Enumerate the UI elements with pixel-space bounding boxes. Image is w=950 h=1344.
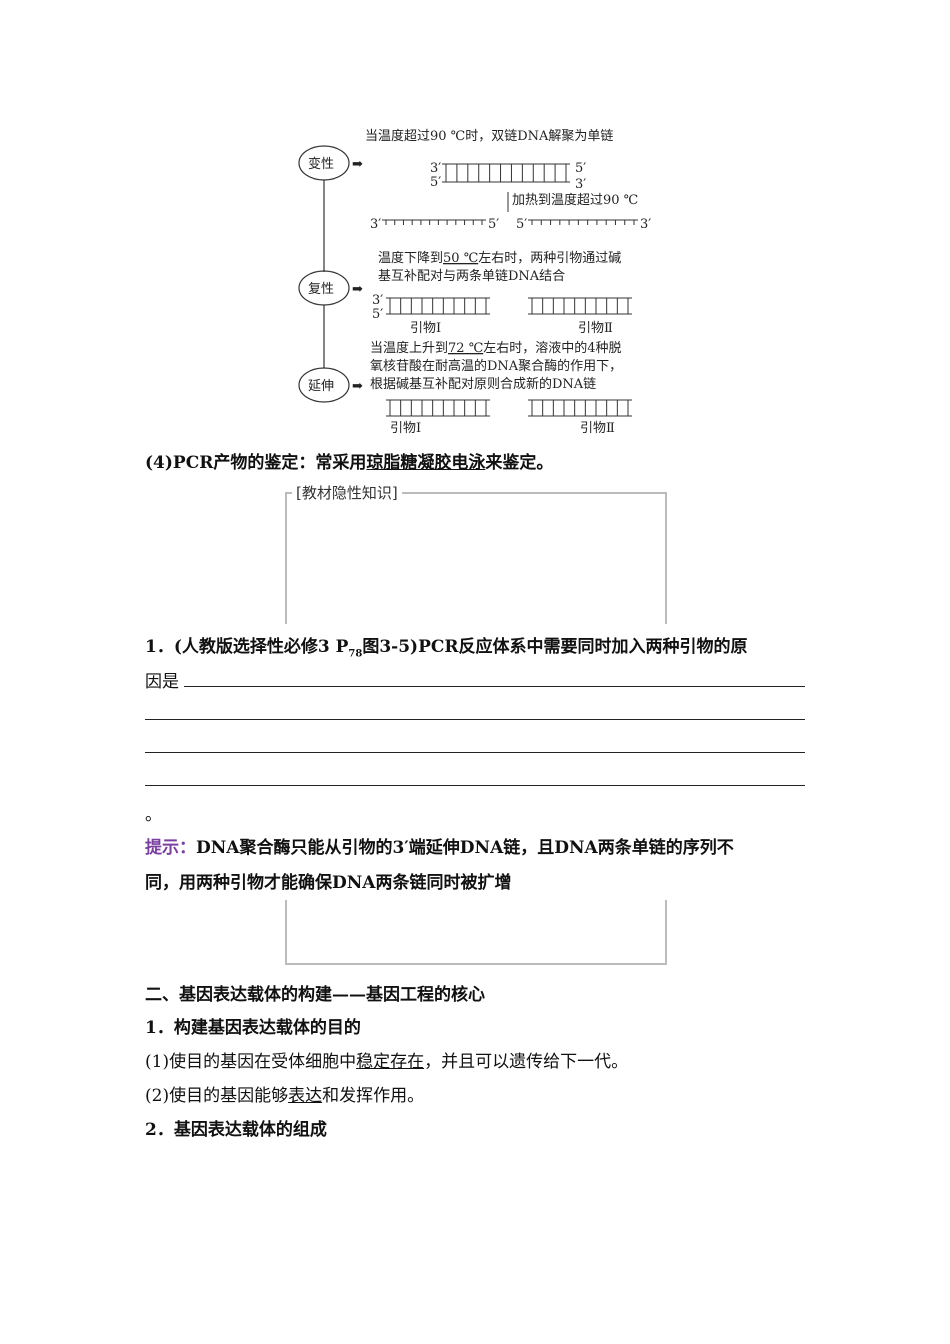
caption: 根据碱基互补配对原则合成新的DNA链 <box>370 376 596 392</box>
primer-label: 引物Ⅱ <box>578 321 613 336</box>
knowledge-box <box>285 492 667 624</box>
pcr-identification: (4)PCR产物的鉴定：常采用琼脂糖凝胶电泳来鉴定。 <box>145 453 554 473</box>
subheading: 2．基因表达载体的组成 <box>145 1120 327 1140</box>
end-label: 3′ <box>372 293 383 308</box>
end-label: 5′ <box>430 175 441 190</box>
end-label: 3′ <box>575 177 586 192</box>
primer-label: 引物Ⅰ <box>390 421 421 436</box>
caption: 氧核苷酸在耐高温的DNA聚合酶的作用下， <box>370 358 622 374</box>
step-circles <box>298 145 350 403</box>
end-label: 5′ <box>488 217 499 232</box>
hint-cont: 同，用两种引物才能确保DNA两条链同时被扩增 <box>145 873 512 893</box>
caption: 当温度上升到72 ℃左右时，溶液中的4种脱 <box>370 340 622 356</box>
caption: 当温度超过90 ℃时，双链DNA解聚为单链 <box>365 128 613 144</box>
answer-line[interactable] <box>145 719 805 720</box>
end-label: 5′ <box>575 161 586 176</box>
caption: 基互补配对与两条单链DNA结合 <box>378 268 565 284</box>
step-extend: 延伸 <box>308 379 334 394</box>
knowledge-box-end <box>285 900 667 965</box>
arrow-icon: ➡ <box>352 282 363 297</box>
question-1-cont: 因是 <box>145 672 179 692</box>
primer-label: 引物Ⅰ <box>410 321 441 336</box>
end-label: 5′ <box>516 217 527 232</box>
answer-line[interactable] <box>184 686 805 687</box>
subheading: 1．构建基因表达载体的目的 <box>145 1018 361 1038</box>
end-label: 3′ <box>430 161 441 176</box>
end-label: 3′ <box>640 217 651 232</box>
step-denature: 变性 <box>308 156 334 172</box>
question-1: 1．(人教版选择性必修3 P78图3-5)PCR反应体系中需要同时加入两种引物的… <box>145 637 748 660</box>
step-anneal: 复性 <box>308 282 334 297</box>
box-title: [教材隐性知识] <box>292 482 402 503</box>
hint: 提示：DNA聚合酶只能从引物的3′端延伸DNA链，且DNA两条单链的序列不 <box>145 838 734 858</box>
period: 。 <box>145 805 162 825</box>
answer-line[interactable] <box>145 752 805 753</box>
caption: 温度下降到50 ℃左右时，两种引物通过碱 <box>378 250 621 266</box>
heat-label: 加热到温度超过90 ℃ <box>512 192 638 208</box>
purpose-2: (2)使目的基因能够表达和发挥作用。 <box>145 1086 425 1106</box>
end-label: 3′ <box>370 217 381 232</box>
section-title: 二、基因表达载体的构建——基因工程的核心 <box>145 985 485 1005</box>
arrow-icon: ➡ <box>352 379 363 394</box>
purpose-1: (1)使目的基因在受体细胞中稳定存在，并且可以遗传给下一代。 <box>145 1052 629 1072</box>
arrow-icon: ➡ <box>352 157 363 172</box>
end-label: 5′ <box>372 307 383 322</box>
pcr-diagram: 变性 复性 延伸 ➡ ➡ ➡ 当温度超过90 ℃时，双链DNA解聚为单链 3′ … <box>298 128 651 436</box>
answer-line[interactable] <box>145 785 805 786</box>
primer-label: 引物Ⅱ <box>580 421 615 436</box>
